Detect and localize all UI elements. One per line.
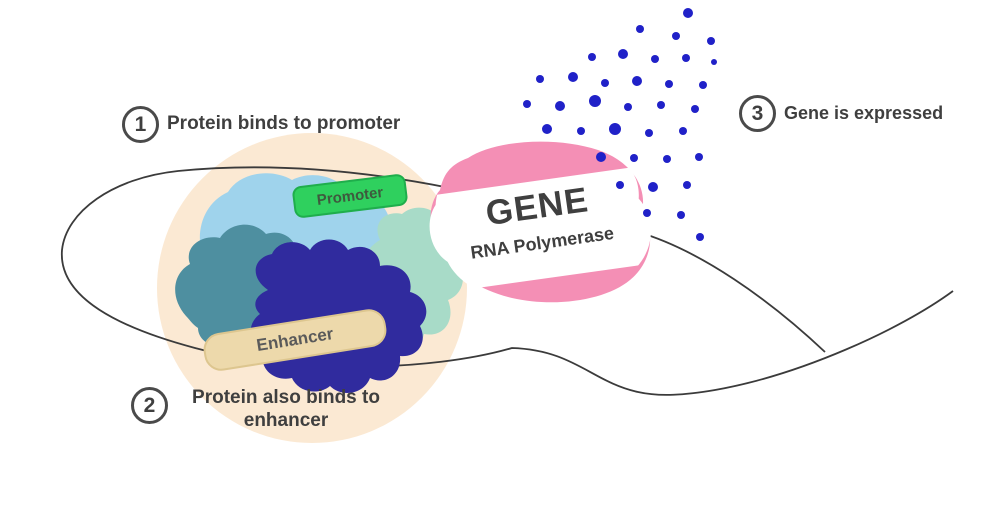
expression-dots-layer (523, 8, 717, 241)
step-3-label: Gene is expressed (784, 103, 944, 123)
step-2-label-line1: Protein also binds to (192, 387, 380, 408)
expression-dot (589, 95, 601, 107)
promoter-tag-label: Promoter (315, 183, 385, 209)
expression-dot (695, 153, 703, 161)
expression-dot (577, 127, 585, 135)
step-1-badge: 1 (122, 106, 159, 143)
expression-dot (651, 55, 659, 63)
expression-dot (663, 155, 671, 163)
expression-dot (542, 124, 552, 134)
expression-dot (648, 182, 658, 192)
step-2-badge: 2 (131, 387, 168, 424)
expression-dot (679, 127, 687, 135)
step-1-number: 1 (134, 112, 147, 136)
expression-dot (699, 81, 707, 89)
expression-dot (632, 76, 642, 86)
expression-dot (643, 209, 651, 217)
expression-dot (609, 123, 621, 135)
expression-dot (707, 37, 715, 45)
expression-dot (596, 152, 606, 162)
expression-dot (696, 233, 704, 241)
expression-dot (636, 25, 644, 33)
expression-dot (536, 75, 544, 83)
expression-dot (601, 79, 609, 87)
gene-band (419, 161, 660, 297)
expression-dot (645, 129, 653, 137)
enhancer-tag-label: Enhancer (255, 324, 335, 355)
step-2-number: 2 (143, 393, 156, 417)
expression-dot (677, 211, 685, 219)
expression-dot (630, 154, 638, 162)
expression-dot (624, 103, 632, 111)
expression-dot (657, 101, 665, 109)
step-3-number: 3 (751, 101, 764, 125)
step-2-label-line2: enhancer (243, 410, 329, 431)
expression-dot (616, 181, 624, 189)
expression-dot (523, 100, 531, 108)
step-3-badge: 3 (739, 95, 776, 132)
expression-dot (711, 59, 717, 65)
expression-dot (568, 72, 578, 82)
expression-dot (665, 80, 673, 88)
dna-strand-gene-tail (637, 231, 826, 353)
expression-dot (555, 101, 565, 111)
expression-dot (672, 32, 680, 40)
expression-dot (683, 181, 691, 189)
step-1-label: Protein binds to promoter (167, 113, 401, 134)
expression-dot (618, 49, 628, 59)
expression-dot (588, 53, 596, 61)
expression-dot (682, 54, 690, 62)
step-2-label: Protein also binds to enhancer (161, 386, 411, 432)
expression-dot (691, 105, 699, 113)
expression-dot (683, 8, 693, 18)
